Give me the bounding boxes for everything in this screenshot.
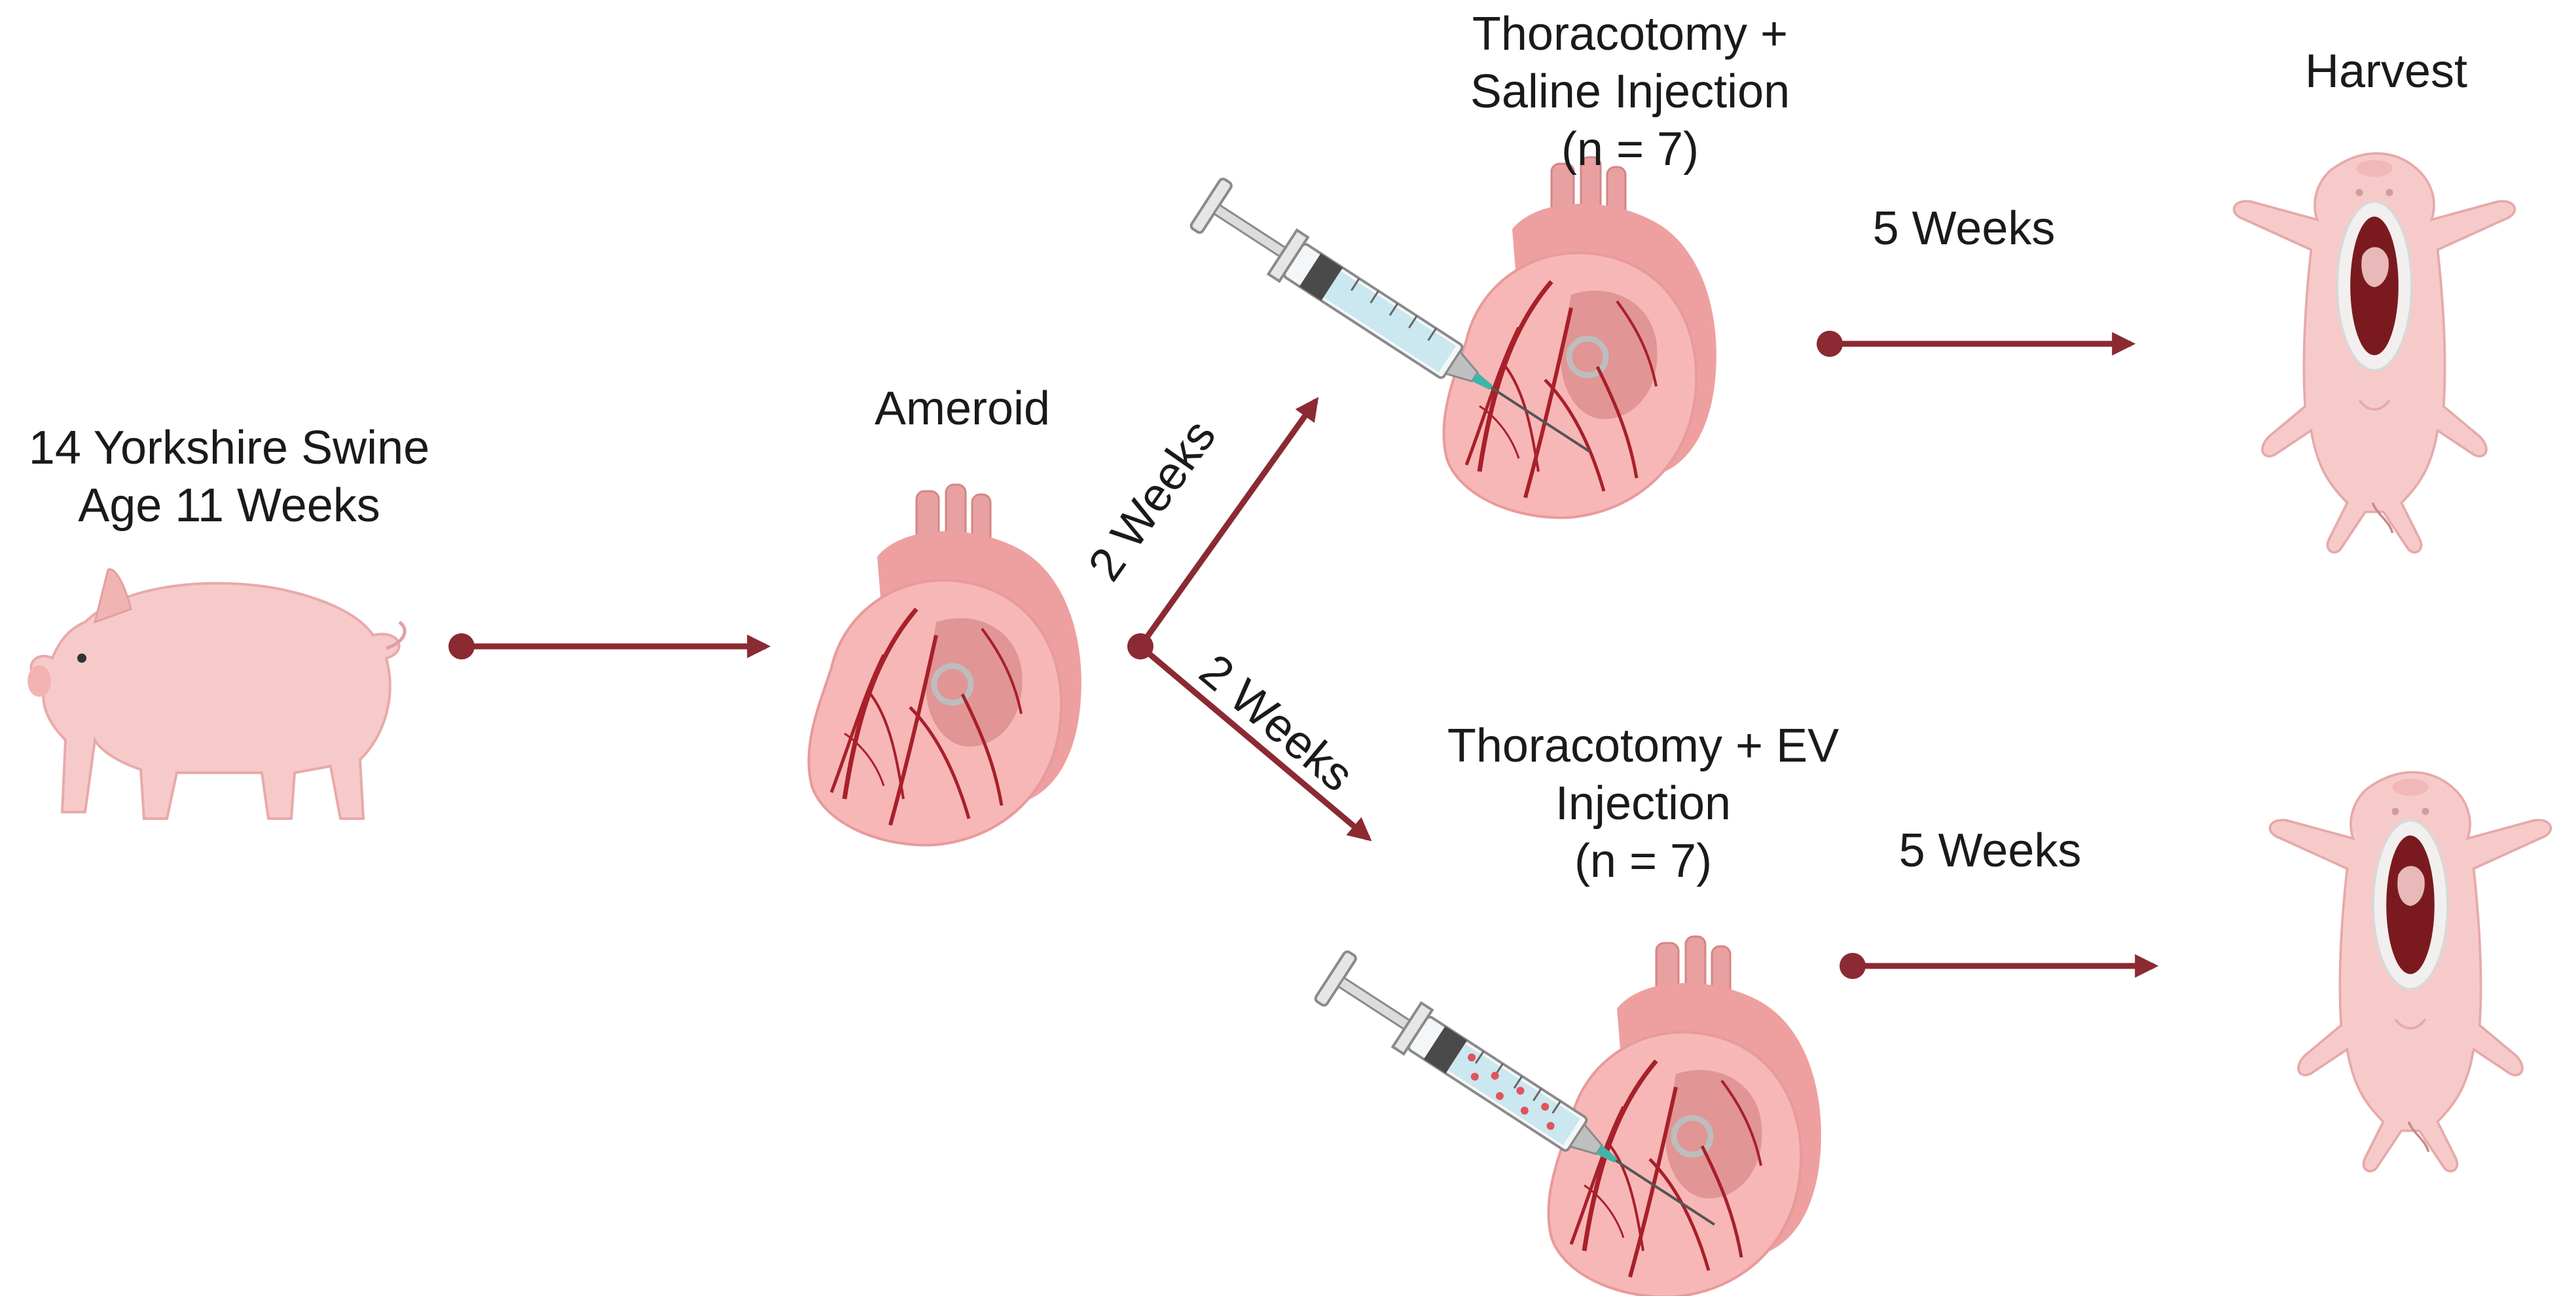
top-5-weeks-label: 5 Weeks	[1872, 202, 2056, 255]
saline-label: Thoracotomy + Saline Injection (n = 7)	[1368, 5, 1892, 178]
start-label: 14 Yorkshire Swine Age 11 Weeks	[7, 419, 452, 534]
ev-syringe-heart-icon	[1313, 936, 1821, 1296]
start-line-1: 14 Yorkshire Swine	[28, 422, 430, 474]
ev-line-1: Thoracotomy + EV	[1447, 720, 1840, 772]
harvested-pig-icon-bottom	[2268, 771, 2552, 1173]
harvest-label: Harvest	[2304, 45, 2468, 98]
ev-line-2: Injection	[1555, 777, 1732, 830]
harvested-pig-icon	[2232, 152, 2516, 554]
pig-icon	[27, 568, 407, 820]
saline-line-2: Saline Injection	[1470, 65, 1790, 118]
branch-arrows	[1127, 397, 1372, 842]
heart-icon	[808, 485, 1081, 845]
saline-line-1: Thoracotomy +	[1472, 8, 1788, 60]
ev-label: Thoracotomy + EV Injection (n = 7)	[1362, 717, 1925, 890]
ev-line-3: (n = 7)	[1574, 835, 1713, 887]
bottom-5-weeks-label: 5 Weeks	[1898, 824, 2082, 877]
bottom-5-weeks-arrow	[1840, 953, 2159, 979]
top-5-weeks-arrow	[1817, 331, 2136, 357]
saline-line-3: (n = 7)	[1561, 123, 1699, 176]
start-line-2: Age 11 Weeks	[78, 479, 380, 532]
ameroid-label: Ameroid	[874, 382, 1051, 435]
start-to-ameroid-arrow	[448, 633, 771, 659]
